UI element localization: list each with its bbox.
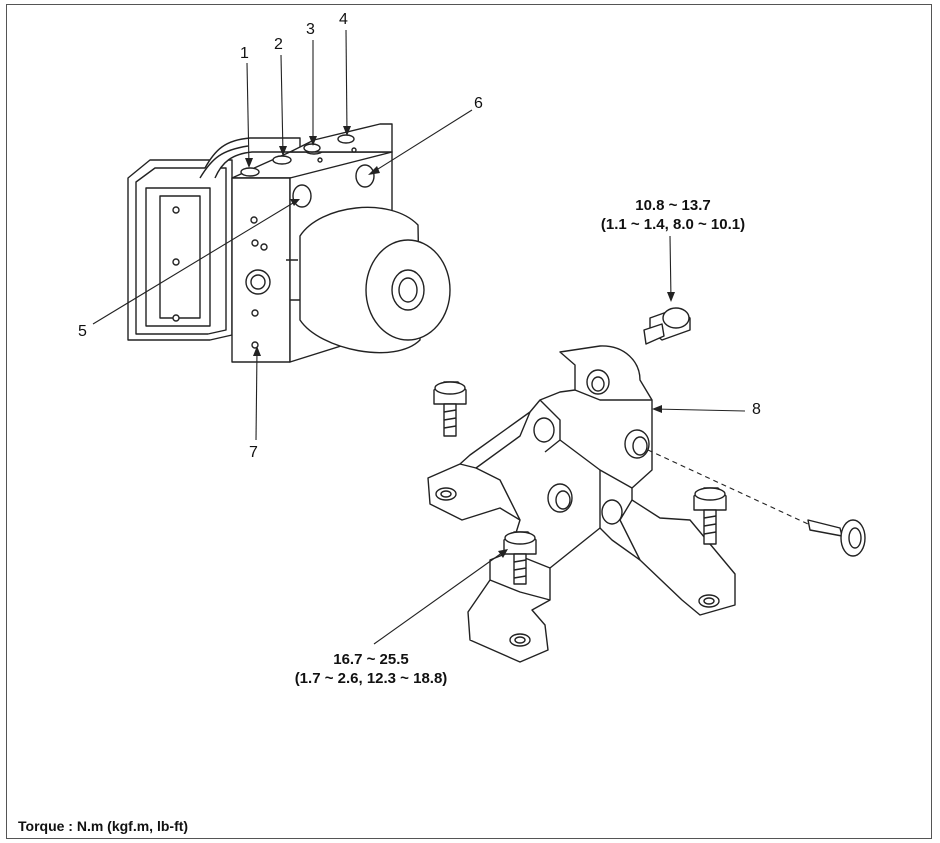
callout-6: 6 bbox=[474, 95, 483, 112]
leader-2 bbox=[280, 54, 284, 155]
callout-1: 1 bbox=[240, 45, 249, 62]
callout-5: 5 bbox=[78, 323, 87, 340]
leader-4 bbox=[345, 29, 348, 135]
leader-6 bbox=[369, 109, 473, 175]
bolt-axis-line bbox=[647, 449, 809, 525]
bolt-left bbox=[433, 381, 467, 437]
diagram-frame bbox=[6, 4, 932, 839]
leader-8 bbox=[653, 408, 746, 412]
torque-lower-value: 16.7 ~ 25.5 bbox=[333, 651, 409, 668]
bolt-side bbox=[807, 519, 866, 557]
torque-units-note: Torque : N.m (kgf.m, lb-ft) bbox=[18, 818, 189, 834]
leader-5 bbox=[92, 199, 299, 325]
hecu-assembly bbox=[127, 123, 451, 363]
leader-torque-upper bbox=[669, 235, 672, 301]
callout-7: 7 bbox=[249, 444, 258, 461]
leader-torque-lower bbox=[373, 549, 507, 645]
callout-8: 8 bbox=[752, 401, 761, 418]
torque-upper-conversions: (1.1 ~ 1.4, 8.0 ~ 10.1) bbox=[600, 216, 746, 233]
callout-2: 2 bbox=[274, 36, 283, 53]
bolt-lower bbox=[503, 531, 537, 585]
leader-7 bbox=[255, 349, 258, 441]
callout-3: 3 bbox=[306, 21, 315, 38]
torque-spec-upper: 10.8 ~ 13.7 (1.1 ~ 1.4, 8.0 ~ 10.1) bbox=[580, 196, 766, 234]
bolt-right bbox=[693, 487, 727, 545]
leader-1 bbox=[246, 62, 250, 167]
callout-4: 4 bbox=[339, 11, 348, 28]
torque-lower-conversions: (1.7 ~ 2.6, 12.3 ~ 18.8) bbox=[294, 670, 448, 687]
torque-spec-lower: 16.7 ~ 25.5 (1.7 ~ 2.6, 12.3 ~ 18.8) bbox=[266, 650, 476, 688]
bracket bbox=[427, 345, 736, 663]
torque-upper-value: 10.8 ~ 13.7 bbox=[635, 197, 711, 214]
bolt-upper bbox=[643, 307, 691, 345]
